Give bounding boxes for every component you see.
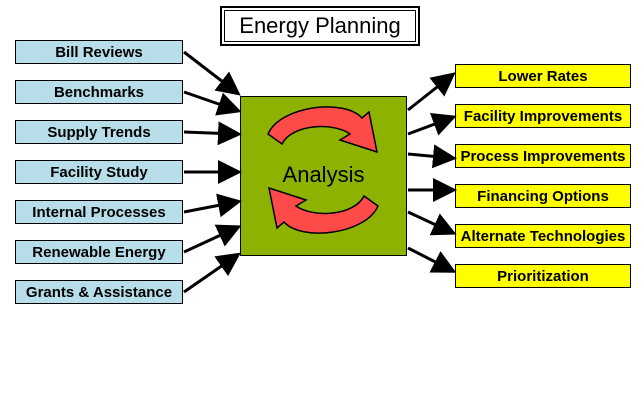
input-facility-study: Facility Study — [15, 160, 183, 184]
arrow-output-3 — [407, 144, 457, 169]
input-internal-processes: Internal Processes — [15, 200, 183, 224]
arrow-input-5 — [183, 193, 242, 218]
input-grants-assistance: Grants & Assistance — [15, 280, 183, 304]
analysis-label: Analysis — [282, 162, 365, 187]
input-supply-trends: Supply Trends — [15, 120, 183, 144]
output-facility-improvements: Facility Improvements — [455, 104, 631, 128]
output-prioritization: Prioritization — [455, 264, 631, 288]
arrow-output-5 — [407, 210, 457, 236]
diagram-title: Energy Planning — [239, 13, 401, 38]
output-process-improvements: Process Improvements — [455, 144, 631, 168]
arrow-output-6 — [407, 246, 457, 273]
arrow-output-1 — [407, 72, 456, 112]
arrow-input-6 — [183, 224, 242, 254]
output-financing-options: Financing Options — [455, 184, 631, 208]
arrow-input-1 — [183, 50, 241, 96]
input-bill-reviews: Bill Reviews — [15, 40, 183, 64]
input-renewable-energy: Renewable Energy — [15, 240, 183, 264]
arrow-input-2 — [183, 90, 242, 116]
cycle-arrow-bottom-icon — [268, 186, 379, 234]
title-box: Energy Planning — [220, 6, 420, 46]
input-benchmarks: Benchmarks — [15, 80, 183, 104]
arrow-input-7 — [183, 252, 241, 294]
output-alternate-technologies: Alternate Technologies — [455, 224, 631, 248]
arrow-input-3 — [183, 121, 242, 146]
arrow-output-2 — [407, 113, 457, 136]
cycle-arrow-top-icon — [267, 106, 378, 154]
output-lower-rates: Lower Rates — [455, 64, 631, 88]
